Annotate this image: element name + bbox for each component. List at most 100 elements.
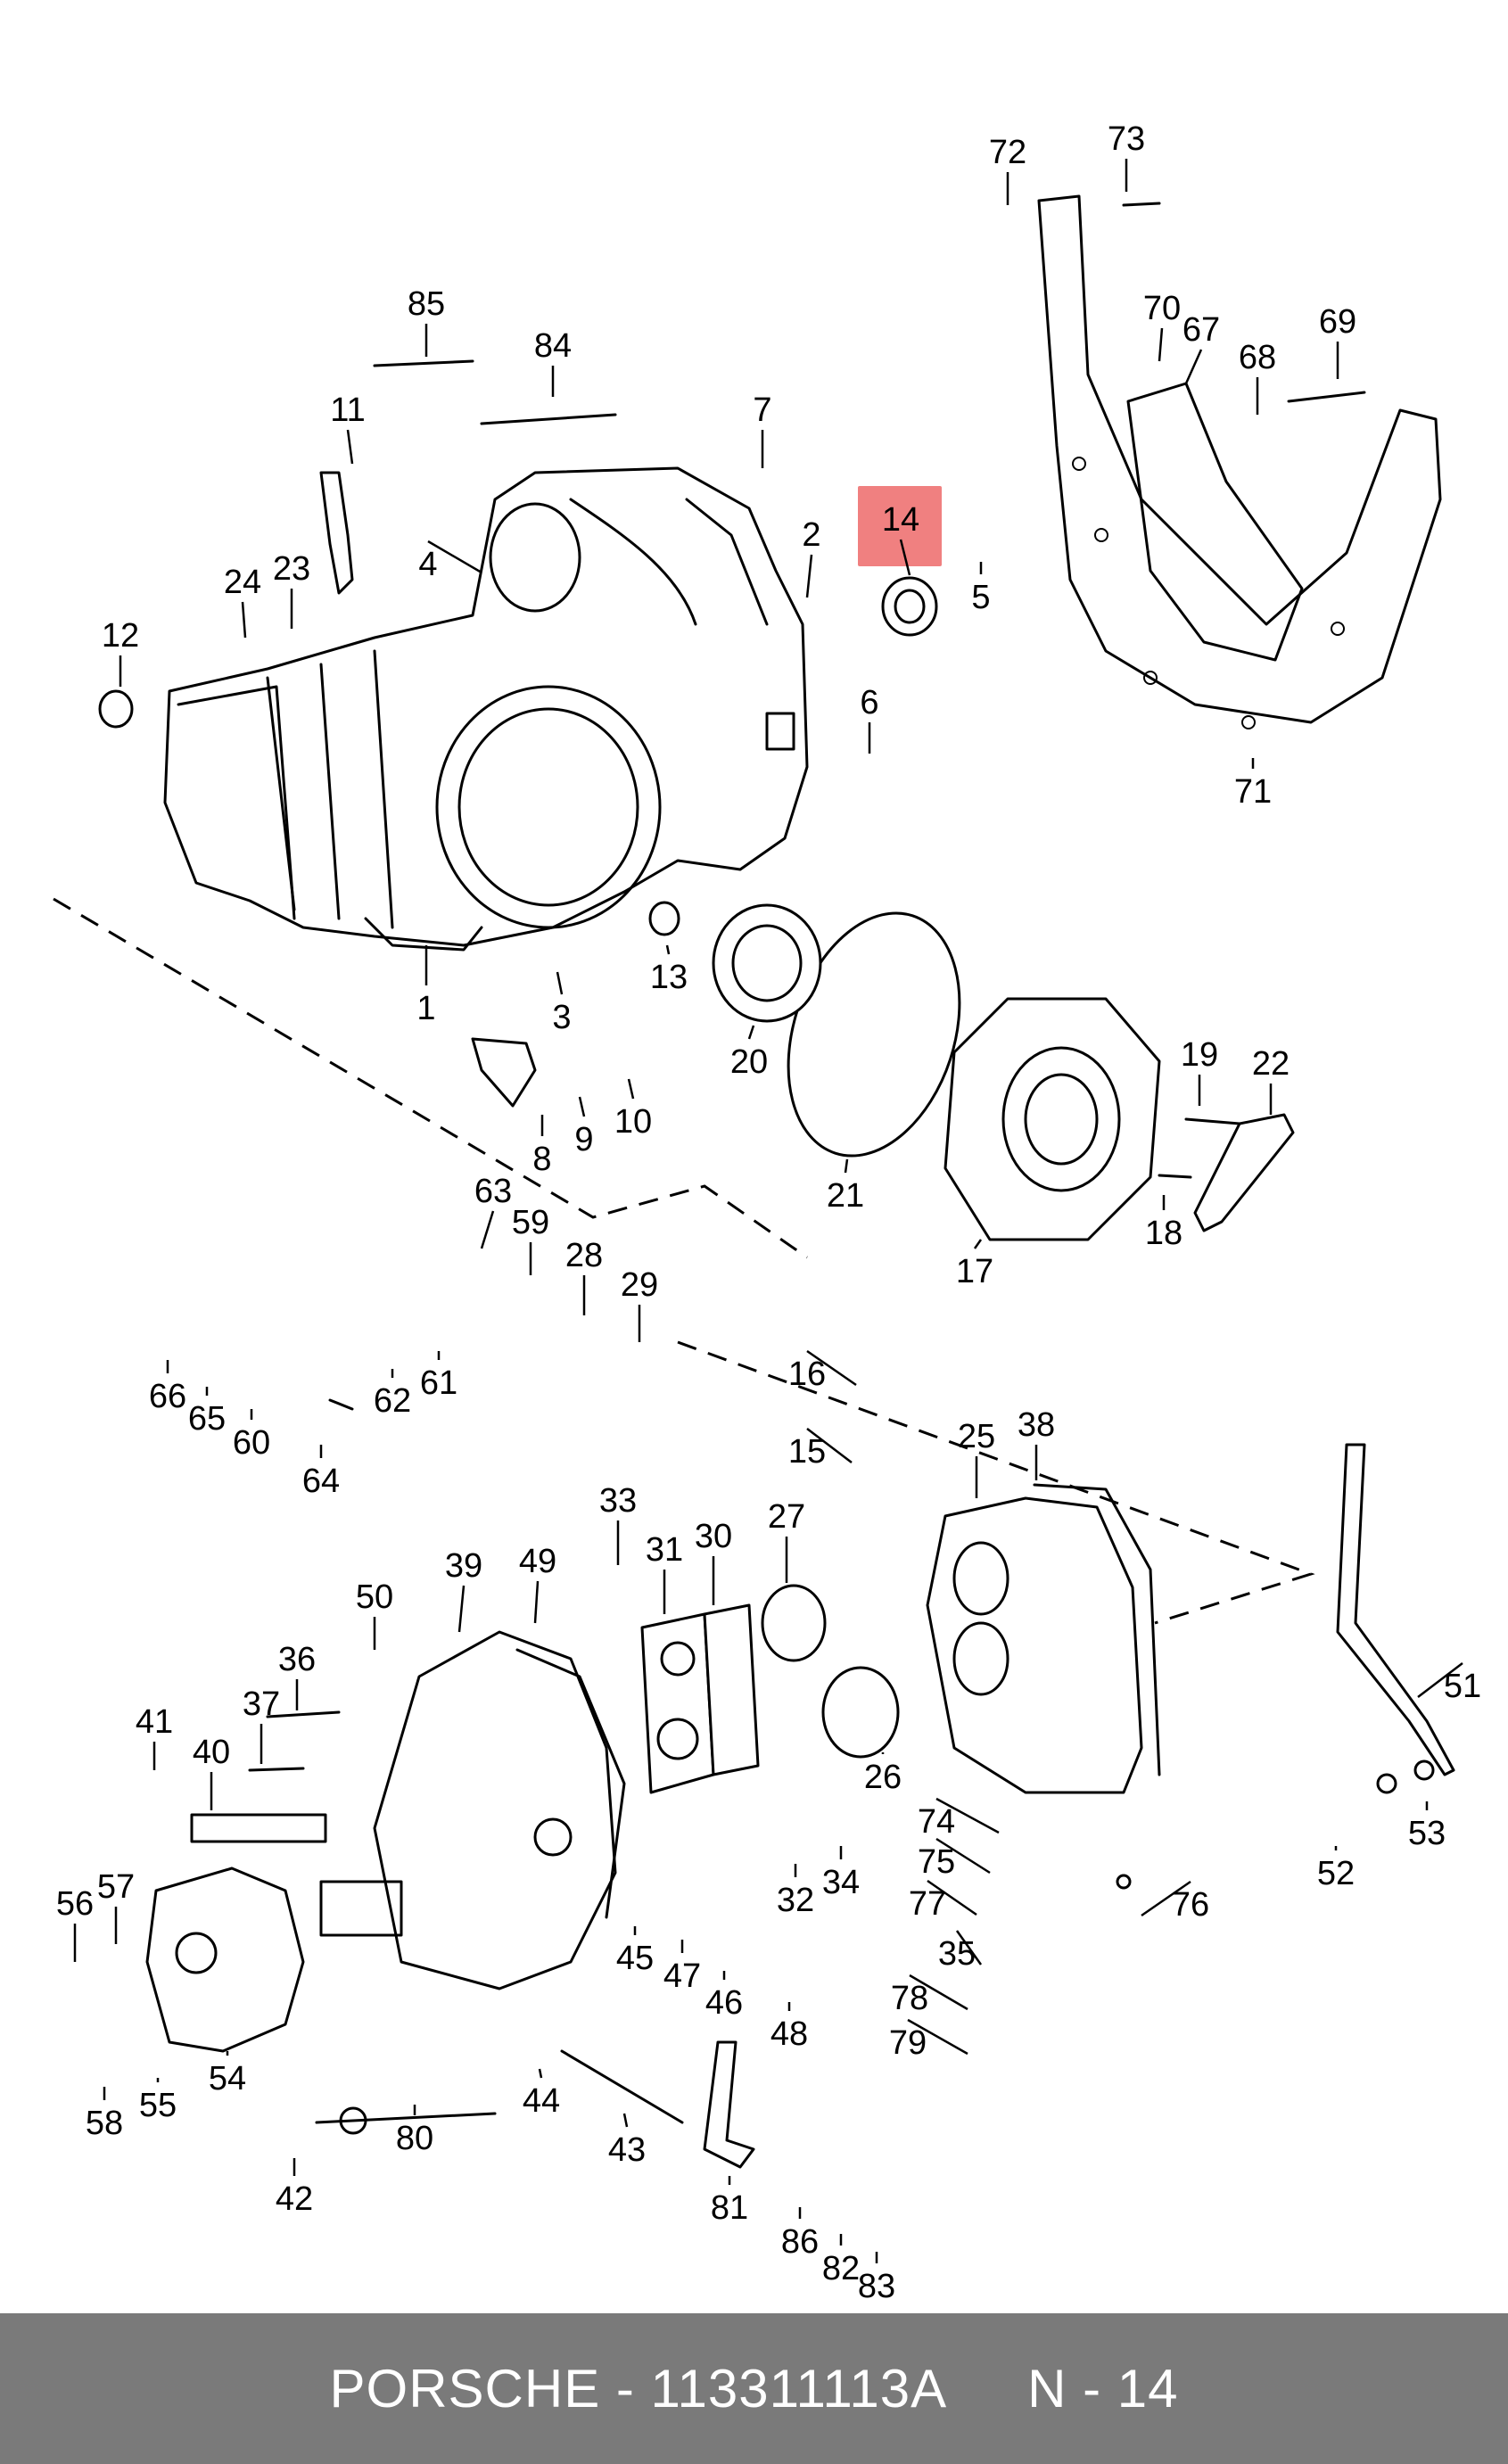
callout-16: 16 — [788, 1349, 857, 1393]
callout-leader-24 — [241, 601, 247, 639]
callout-53: 53 — [1408, 1801, 1446, 1852]
callout-label-46: 46 — [705, 1984, 743, 2022]
callout-17: 17 — [956, 1239, 993, 1290]
callout-83: 83 — [858, 2252, 895, 2305]
callout-62: 62 — [374, 1369, 411, 1420]
callout-15: 15 — [788, 1428, 853, 1471]
callout-label-36: 36 — [278, 1641, 316, 1678]
callout-8: 8 — [532, 1115, 552, 1178]
bearing-retainer — [787, 911, 1161, 1241]
callout-86: 86 — [781, 2207, 819, 2261]
callout-9: 9 — [574, 1096, 594, 1158]
callout-71: 71 — [1234, 758, 1272, 811]
callout-34: 34 — [822, 1846, 860, 1901]
callout-68: 68 — [1239, 339, 1276, 415]
callout-leader-11 — [346, 429, 354, 465]
callout-10: 10 — [614, 1078, 652, 1141]
callout-label-7: 7 — [753, 391, 771, 429]
callout-leader-17 — [973, 1239, 983, 1249]
side-cover — [145, 1867, 305, 2053]
callout-label-68: 68 — [1239, 339, 1276, 376]
callout-label-17: 17 — [956, 1253, 993, 1290]
callout-leader-78 — [909, 1974, 968, 2011]
callout-leader-3 — [556, 971, 564, 995]
callout-label-29: 29 — [621, 1266, 658, 1304]
callout-label-52: 52 — [1317, 1855, 1355, 1892]
callout-55: 55 — [139, 2078, 177, 2124]
callout-52: 52 — [1317, 1846, 1355, 1892]
footer-part-text: PORSCHE - 113311113A — [329, 2359, 948, 2419]
bearings-26-27 — [761, 1584, 900, 1759]
callout-label-56: 56 — [56, 1885, 94, 1923]
callout-label-57: 57 — [97, 1868, 135, 1906]
callout-label-18: 18 — [1145, 1215, 1183, 1252]
callout-73: 73 — [1108, 120, 1145, 192]
callout-leader-67 — [1184, 349, 1203, 384]
callout-37: 37 — [243, 1685, 280, 1764]
callout-label-47: 47 — [663, 1957, 701, 1995]
callout-80: 80 — [396, 2105, 433, 2157]
callout-81: 81 — [711, 2176, 748, 2227]
callout-59: 59 — [512, 1204, 549, 1275]
callout-23: 23 — [273, 550, 310, 629]
bearing-plates — [640, 1603, 760, 1794]
callout-40: 40 — [193, 1734, 230, 1810]
footer-bar: PORSCHE - 113311113A N - 14 — [0, 2313, 1508, 2464]
callout-leader-75 — [935, 1837, 991, 1875]
callout-leader-2 — [805, 554, 813, 598]
callout-label-10: 10 — [614, 1103, 652, 1141]
callout-46: 46 — [705, 1971, 743, 2022]
callout-65: 65 — [188, 1387, 226, 1438]
callout-label-22: 22 — [1252, 1045, 1290, 1083]
callout-label-11: 11 — [330, 391, 365, 429]
assembly-guide-line-lower — [677, 1340, 1315, 1625]
callout-label-21: 21 — [827, 1177, 864, 1215]
callout-12: 12 — [102, 617, 139, 687]
callout-label-76: 76 — [1172, 1886, 1209, 1924]
callout-label-70: 70 — [1143, 290, 1181, 327]
callout-label-40: 40 — [193, 1734, 230, 1771]
callout-label-45: 45 — [616, 1940, 654, 1977]
callout-64: 64 — [302, 1445, 340, 1500]
callout-22: 22 — [1252, 1045, 1290, 1115]
callout-label-82: 82 — [822, 2250, 860, 2287]
callout-28: 28 — [565, 1237, 603, 1315]
callout-leader-51 — [1417, 1662, 1463, 1698]
callout-leader-39 — [457, 1585, 466, 1633]
callout-label-71: 71 — [1234, 773, 1272, 811]
callout-label-9: 9 — [574, 1121, 593, 1158]
callout-label-64: 64 — [302, 1463, 340, 1500]
callout-label-55: 55 — [139, 2087, 177, 2124]
callout-label-69: 69 — [1319, 303, 1356, 341]
callout-label-79: 79 — [889, 2024, 927, 2062]
callout-leader-15 — [806, 1428, 853, 1463]
callout-42: 42 — [276, 2158, 313, 2218]
callout-leader-43 — [622, 2113, 629, 2128]
callout-label-41: 41 — [136, 1703, 173, 1741]
callout-2: 2 — [802, 516, 821, 598]
callout-74: 74 — [918, 1797, 1000, 1841]
callout-label-12: 12 — [102, 617, 139, 655]
callout-label-33: 33 — [599, 1482, 637, 1520]
callout-leader-14 — [899, 539, 911, 576]
callout-leader-76 — [1141, 1880, 1191, 1917]
oil-seal-20 — [712, 903, 822, 1023]
callout-label-48: 48 — [770, 2015, 808, 2053]
callout-label-86: 86 — [781, 2223, 819, 2261]
callout-32: 32 — [777, 1864, 814, 1919]
callout-11: 11 — [330, 391, 366, 465]
callout-label-74: 74 — [918, 1803, 955, 1841]
callout-label-32: 32 — [777, 1882, 814, 1919]
callout-label-81: 81 — [711, 2189, 748, 2227]
callout-36: 36 — [278, 1641, 316, 1710]
intermediate-plate — [926, 1483, 1161, 1794]
highlight-box-14 — [858, 486, 942, 566]
callout-45: 45 — [616, 1926, 654, 1977]
callout-label-24: 24 — [224, 564, 261, 601]
callout-label-44: 44 — [523, 2082, 560, 2120]
callout-leader-49 — [533, 1580, 540, 1624]
callout-label-39: 39 — [445, 1547, 482, 1585]
callout-label-62: 62 — [374, 1382, 411, 1420]
callout-label-58: 58 — [86, 2105, 123, 2142]
